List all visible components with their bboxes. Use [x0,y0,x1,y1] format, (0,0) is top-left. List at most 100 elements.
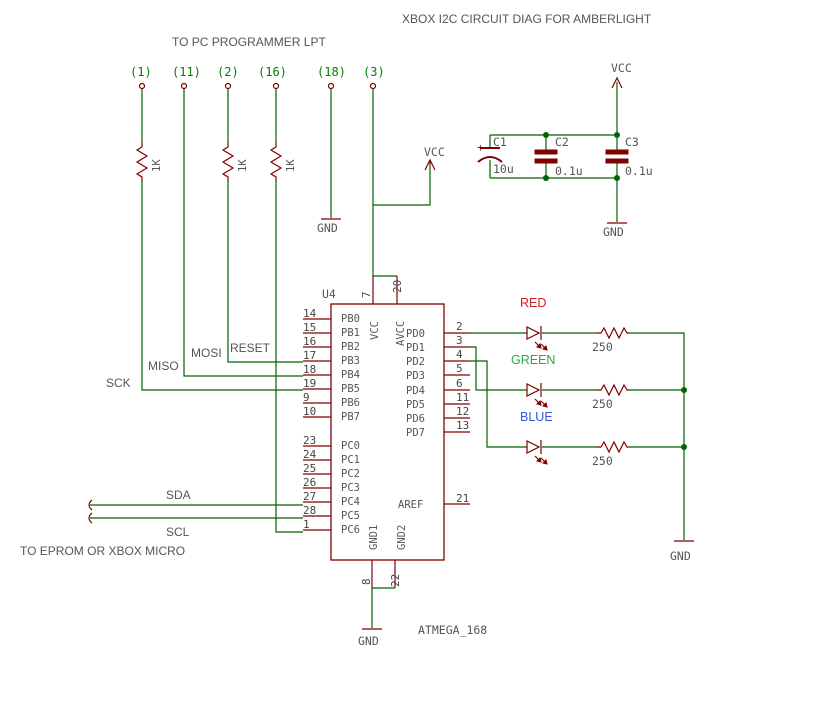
lpt-pin-11: (11) [172,65,201,79]
led-label: GREEN [511,353,555,367]
lpt-pin-2: (2) [217,65,239,79]
chip-pin-label: PD7 [406,427,425,439]
chip-pin-number: 12 [456,405,469,418]
chip-pin-number: 14 [303,307,317,320]
vcc-symbol-caps: VCC [611,61,632,89]
eprom-label: TO EPROM OR XBOX MICRO [20,544,185,558]
chip-pin-number: 2 [456,320,463,333]
led-label: BLUE [520,410,553,424]
lpt-pin-1: (1) [130,65,152,79]
chip-pin-number: 16 [303,335,316,348]
chip-pin-21: 21 [456,492,469,505]
led-resistor-value: 250 [592,397,613,411]
chip-gnd2-label: GND2 [396,525,408,550]
chip-pin-label: PB1 [341,327,360,339]
chip-pin-number: 28 [303,504,316,517]
chip-pin-label: PB5 [341,383,360,395]
chip-pin-label: PC2 [341,468,360,480]
signal-sda: SDA [166,488,191,502]
resistor-r1: 1K [135,142,163,182]
chip-pin-22: 22 [389,574,402,587]
signal-reset: RESET [230,341,271,355]
led-red: RED 250 [520,296,630,354]
chip-pin-number: 23 [303,434,316,447]
chip-pin-label: PD3 [406,370,425,382]
chip-pin-pc5: 28 PC5 [303,504,360,522]
i2c-connectors [88,499,93,524]
chip-u4: U4 ATMEGA_168 7 20 VCC AVCC 8 22 GND1 GN… [303,276,487,637]
chip-pin-label: PC1 [341,454,360,466]
junction-dots [543,132,687,450]
led-label: RED [520,296,546,310]
chip-pin-number: 1 [303,518,310,531]
chip-pin-number: 11 [456,391,469,404]
gnd-symbol-chip: GND [358,628,382,648]
chip-part-number: ATMEGA_168 [418,623,487,637]
signal-miso: MISO [148,359,179,373]
resistor-r3-value: 1K [285,159,297,172]
chip-pin-label: PC3 [341,482,360,494]
svg-text:+: + [477,141,484,154]
lpt-pin-16: (16) [258,65,287,79]
chip-gnd1-label: GND1 [368,525,380,550]
capacitor-c3: C3 0.1u [605,135,653,178]
chip-avcc-label: AVCC [395,321,407,346]
chip-pin-pb0: 14 PB0 [303,307,360,325]
capacitor-c1-value: 10u [493,162,514,176]
chip-pin-label: PB0 [341,313,360,325]
chip-pin-label: PC6 [341,524,360,536]
chip-pin-number: 17 [303,349,316,362]
chip-pin-label: PD2 [406,356,425,368]
gnd-symbol-leds: GND [670,540,694,563]
capacitor-c3-value: 0.1u [625,164,653,178]
led-resistor-value: 250 [592,340,613,354]
resistor-r2: 1K [221,142,249,182]
chip-pin-label: PD6 [406,413,425,425]
lpt-connectors [138,82,377,90]
capacitor-c2-name: C2 [555,135,569,149]
signal-scl: SCL [166,525,190,539]
lpt-label: TO PC PROGRAMMER LPT [172,35,326,49]
chip-pin-label: PB7 [341,411,360,423]
chip-pin-label: PB2 [341,341,360,353]
capacitor-c1-name: C1 [493,135,507,149]
chip-pin-number: 6 [456,377,463,390]
resistor-r2-value: 1K [237,159,249,172]
led-resistor-value: 250 [592,454,613,468]
chip-pin-pb2: 16 PB2 [303,335,360,353]
gnd-symbol-caps: GND [603,222,627,239]
chip-pin-number: 15 [303,321,316,334]
vcc-symbol-chip: VCC [424,145,445,171]
chip-pin-number: 9 [303,391,310,404]
chip-vcc-label: VCC [369,321,381,340]
signal-mosi: MOSI [191,346,222,360]
chip-pin-pb1: 15 PB1 [303,321,360,339]
chip-pin-label: PB4 [341,369,360,381]
svg-text:GND: GND [358,634,379,648]
chip-pin-label: PC5 [341,510,360,522]
chip-pin-number: 25 [303,462,316,475]
diagram-title: XBOX I2C CIRCUIT DIAG FOR AMBERLIGHT [402,12,652,26]
chip-pin-number: 10 [303,405,316,418]
chip-pin-label: PD5 [406,399,425,411]
chip-designator: U4 [322,287,336,301]
chip-aref-label: AREF [398,499,423,511]
led-green: GREEN 250 [511,353,630,411]
chip-pin-pb7: 10 PB7 [303,405,360,423]
resistor-r1-value: 1K [151,159,163,172]
lpt-pin-3: (3) [363,65,385,79]
svg-text:VCC: VCC [611,61,632,75]
chip-pin-label: PC4 [341,496,360,508]
svg-text:VCC: VCC [424,145,445,159]
chip-pin-number: 19 [303,377,316,390]
